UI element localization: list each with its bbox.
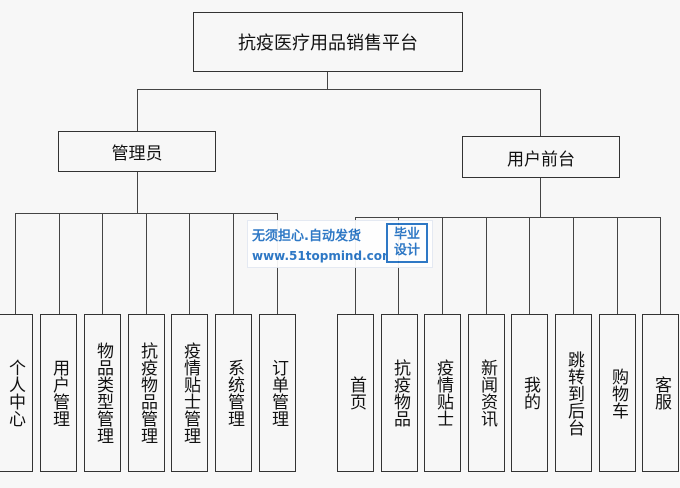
front-drop-3 (442, 217, 443, 314)
leaf-node: 抗疫物品 (381, 314, 418, 472)
admin-drop-1 (15, 213, 16, 314)
root-node-label: 抗疫医疗用品销售平台 (238, 33, 418, 54)
leaf-node-label: 新闻资讯 (477, 359, 497, 427)
leaf-node-label: 用户管理 (49, 359, 69, 427)
leaf-node-label: 物品类型管理 (93, 342, 113, 444)
front-drop-4 (486, 217, 487, 314)
leaf-node: 疫情贴士管理 (171, 314, 208, 472)
leaf-node: 客服 (642, 314, 679, 472)
watermark-badge-bottom: 设计 (393, 243, 420, 258)
leaf-node-label: 系统管理 (224, 359, 244, 427)
leaf-node: 跳转到后台 (555, 314, 592, 472)
leaf-node: 首页 (337, 314, 374, 472)
front-drop-6 (573, 217, 574, 314)
leaf-node: 系统管理 (215, 314, 252, 472)
leaf-node-label: 跳转到后台 (564, 350, 584, 436)
watermark-text: 无须担心.自动发货 www.51topmind.com (252, 225, 395, 263)
leaf-node: 抗疫物品管理 (128, 314, 165, 472)
admin-drop-4 (146, 213, 147, 314)
watermark-slogan: 无须担心.自动发货 (252, 229, 361, 244)
leaf-node: 购物车 (599, 314, 636, 472)
root-stem (327, 71, 328, 89)
admin-stem-up (137, 89, 138, 131)
admin-drop-2 (59, 213, 60, 314)
leaf-node: 我的 (511, 314, 548, 472)
level1-bar (137, 89, 541, 90)
admin-drop-3 (102, 213, 103, 314)
leaf-node-label: 抗疫物品 (390, 359, 410, 427)
leaf-node-label: 首页 (346, 376, 366, 410)
branch-node-front: 用户前台 (462, 136, 620, 178)
leaf-node-label: 抗疫物品管理 (137, 342, 157, 444)
leaf-node-label: 我的 (520, 376, 540, 410)
leaf-node-label: 订单管理 (268, 359, 288, 427)
root-node: 抗疫医疗用品销售平台 (193, 12, 463, 72)
front-drop-7 (617, 217, 618, 314)
watermark-badge: 毕业 设计 (386, 223, 428, 263)
branch-node-label: 管理员 (111, 144, 163, 164)
front-drop-8 (660, 217, 661, 314)
watermark-url: www.51topmind.com (252, 249, 395, 263)
leaf-node: 用户管理 (40, 314, 77, 472)
branch-node-admin: 管理员 (58, 131, 216, 172)
leaf-node-label: 疫情贴士管理 (180, 342, 200, 444)
front-drop-5 (529, 217, 530, 314)
leaf-node: 疫情贴士 (424, 314, 461, 472)
leaf-node: 新闻资讯 (468, 314, 505, 472)
watermark-banner: 无须担心.自动发货 www.51topmind.com 毕业 设计 (248, 221, 432, 267)
leaf-node-label: 购物车 (608, 367, 628, 419)
admin-drop-6 (233, 213, 234, 314)
front-children-bar (355, 217, 661, 218)
front-stem-down (540, 177, 541, 218)
leaf-node: 订单管理 (259, 314, 296, 472)
leaf-node: 物品类型管理 (84, 314, 121, 472)
branch-node-label: 用户前台 (507, 149, 575, 170)
leaf-node-label: 客服 (651, 376, 671, 410)
admin-drop-5 (189, 213, 190, 314)
watermark-badge-top: 毕业 (393, 227, 420, 242)
leaf-node-label: 个人中心 (5, 359, 25, 427)
admin-stem-down (137, 171, 138, 214)
leaf-node-label: 疫情贴士 (433, 359, 453, 427)
front-stem-up (540, 89, 541, 137)
leaf-node: 个人中心 (0, 314, 33, 472)
